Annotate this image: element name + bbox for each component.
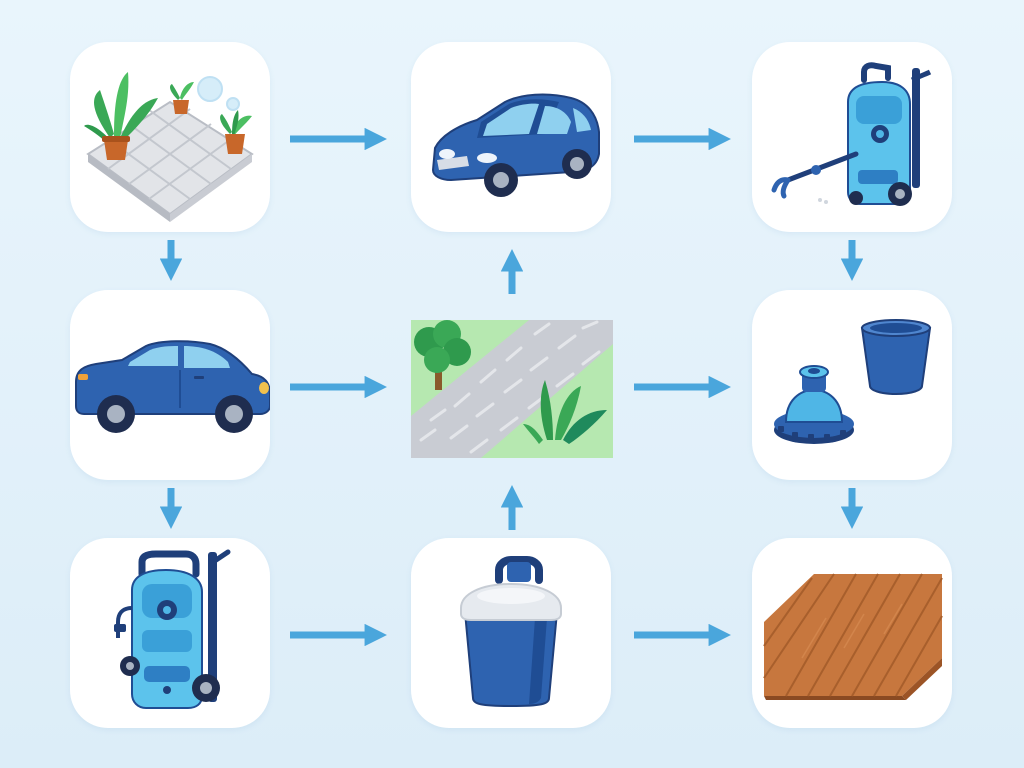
node-detergent-bucket bbox=[411, 538, 611, 728]
node-garden-patio bbox=[70, 42, 270, 232]
wooden-deck-icon bbox=[763, 573, 943, 700]
nozzle-and-bucket-icon bbox=[774, 319, 932, 444]
node-nozzle-and-bucket bbox=[752, 290, 952, 480]
node-pressure-washer bbox=[70, 538, 270, 728]
node-pressure-washer-wand bbox=[752, 42, 952, 232]
paved-path-scene-icon bbox=[411, 320, 613, 458]
pressure-washer-icon bbox=[114, 549, 231, 709]
node-wooden-deck bbox=[752, 538, 952, 728]
node-hatchback-car bbox=[70, 290, 270, 480]
pressure-washer-wand-icon bbox=[771, 62, 932, 206]
node-sedan-car bbox=[411, 42, 611, 232]
node-paved-path-scene bbox=[411, 320, 613, 458]
sedan-car-icon bbox=[431, 93, 600, 197]
hatchback-car-icon bbox=[75, 340, 270, 433]
garden-patio-icon bbox=[84, 72, 254, 222]
detergent-bucket-icon bbox=[460, 556, 562, 708]
